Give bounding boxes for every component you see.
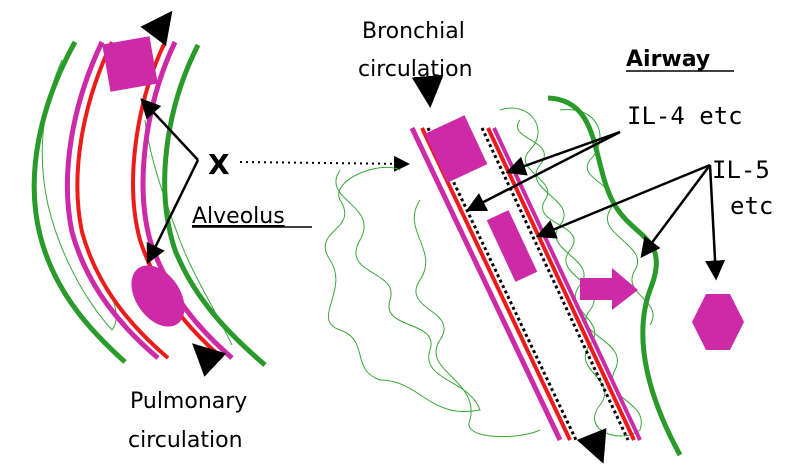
bronchial-inflow-arrow xyxy=(411,74,444,108)
pulmonary-inflow-arrow xyxy=(192,343,227,377)
bronchial-right-red-wall xyxy=(486,127,636,441)
airway-label: Airway xyxy=(626,47,710,72)
alveolus-vessel-panel: X Alveolus Pulmonary circulation xyxy=(31,10,312,453)
pulmonary-label-line1: Pulmonary xyxy=(130,389,247,414)
il4-arrow-to-right-wall xyxy=(505,130,621,176)
right-outer-green-wall xyxy=(162,43,267,367)
bronchial-airway-panel: Bronchial circulation Airway IL-4 etc IL… xyxy=(324,19,773,464)
bronchial-magenta-square xyxy=(424,115,488,183)
left-magenta-square xyxy=(102,36,158,92)
il5-arrow-to-elongated-cell xyxy=(535,163,711,239)
bronchial-label-line2: circulation xyxy=(358,57,473,82)
bronchial-label-line1: Bronchial xyxy=(362,19,465,44)
x-to-square-arrow xyxy=(140,98,199,161)
left-red-wall xyxy=(75,41,170,360)
il5-label-line1: IL-5 xyxy=(712,156,770,184)
x-to-ellipse-arrow xyxy=(146,159,200,265)
left-outer-green-wall xyxy=(31,40,127,364)
bronchial-right-magenta-wall xyxy=(492,127,642,441)
bronchial-magenta-elongated-cell xyxy=(486,210,538,282)
il5-label-line2: etc xyxy=(730,192,773,220)
x-marker-label: X xyxy=(208,148,230,181)
bronchial-left-magenta-wall xyxy=(409,126,563,442)
alveolus-label: Alveolus xyxy=(192,204,285,229)
magenta-migration-arrow xyxy=(580,268,638,310)
left-magenta-ellipse xyxy=(131,265,185,327)
il4-label: IL-4 etc xyxy=(627,102,743,130)
tissue-scribble-left-2 xyxy=(413,199,541,437)
tissue-scribble-right xyxy=(499,107,642,437)
left-magenta-wall xyxy=(64,40,160,360)
bronchial-outflow-arrow xyxy=(576,428,607,464)
il4-arrow-to-left-wall xyxy=(465,130,621,212)
left-thin-tissue-line-2 xyxy=(144,119,233,346)
tissue-scribble-left xyxy=(324,166,481,413)
pulmonary-outflow-arrow xyxy=(140,10,173,46)
x-to-bronchial-dotted-arrow xyxy=(239,155,410,172)
il5-arrow-to-hexagon xyxy=(705,164,726,281)
airway-magenta-hexagon xyxy=(692,294,744,350)
il5-arrow-to-migration xyxy=(640,164,712,259)
pulmonary-label-line2: circulation xyxy=(128,428,243,453)
